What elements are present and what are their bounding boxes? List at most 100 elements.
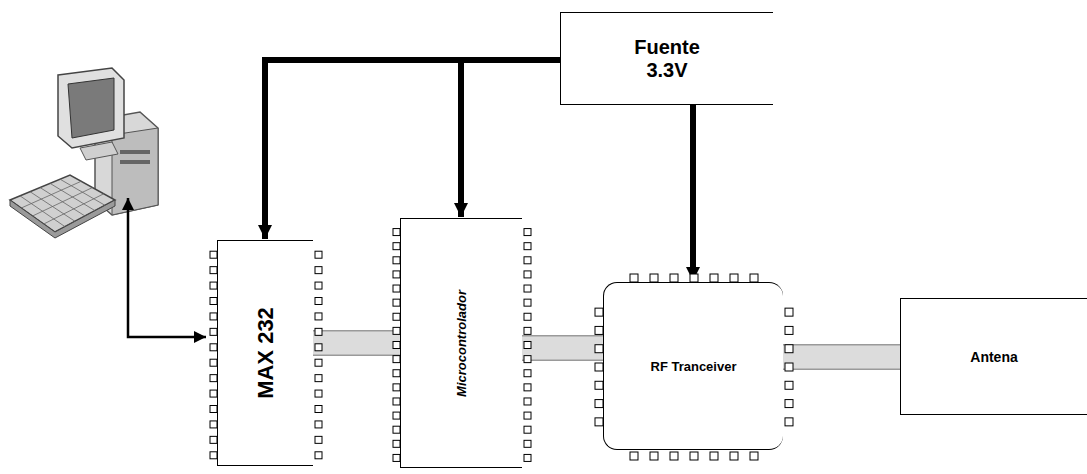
chip-pin [393, 299, 400, 306]
power-supply-box: Fuente 3.3V [560, 12, 773, 105]
chip-label: MAX 232 [253, 307, 279, 399]
chip-pin [595, 326, 603, 334]
chip-pin [630, 452, 638, 460]
chip-pin [393, 271, 400, 278]
power-wire [690, 105, 696, 281]
chip-pin [315, 267, 322, 274]
chip-pin [750, 452, 758, 460]
chip-pin [393, 412, 400, 419]
chip-pin [393, 454, 400, 461]
chip-pin [210, 375, 217, 382]
chip-pin [750, 274, 758, 282]
chip-pin [393, 313, 400, 320]
chip-pin [315, 328, 322, 335]
data-bus [522, 348, 603, 349]
chip-pin [670, 274, 678, 282]
chip-pin [315, 452, 322, 459]
bus-outline [522, 335, 603, 361]
chip-pin [524, 257, 531, 264]
chip-pin [524, 243, 531, 250]
chip-pin [393, 426, 400, 433]
chip-pin [210, 359, 217, 366]
chip-pin [210, 282, 217, 289]
keyboard-key-line [21, 181, 81, 208]
chip-pin [730, 452, 738, 460]
block-label: Fuente 3.3V [625, 36, 709, 82]
power-wire [265, 60, 560, 239]
chip-pin [393, 285, 400, 292]
chip-pin [595, 400, 603, 408]
max232-chip: MAX 232 [217, 240, 313, 466]
chip-pin [524, 299, 531, 306]
keyboard-key-line [33, 188, 93, 217]
chip-pin [524, 412, 531, 419]
chip-pin [524, 440, 531, 447]
chip-pin [524, 342, 531, 349]
chip-pin [315, 390, 322, 397]
chip-pin [730, 274, 738, 282]
chip-pins [206, 229, 326, 474]
chip-pin [393, 440, 400, 447]
chip-pin [315, 313, 322, 320]
chip-pin [315, 298, 322, 305]
chip-pins [592, 271, 796, 463]
microcontroller-chip: Microcontrolador [400, 218, 522, 468]
chip-pin [210, 267, 217, 274]
chip-pin [393, 384, 400, 391]
power-wire [461, 60, 560, 217]
chip-pin [524, 327, 531, 334]
chip-pin [785, 345, 793, 353]
chip-pin [595, 363, 603, 371]
bus-outline [313, 330, 400, 356]
chip-pin [690, 274, 698, 282]
chip-pin [315, 406, 322, 413]
chip-pin [670, 452, 678, 460]
keyboard-key-line [44, 194, 104, 224]
chip-pin [315, 421, 322, 428]
chip-pin [524, 229, 531, 236]
chip-pin [785, 400, 793, 408]
antenna-box: Antena [900, 298, 1087, 415]
chip-pin [393, 327, 400, 334]
chip-pin [595, 345, 603, 353]
chip-pin [210, 313, 217, 320]
power-line [461, 60, 560, 217]
chip-pin [210, 251, 217, 258]
computer-icon [10, 68, 158, 238]
chip-pin [393, 257, 400, 264]
chip-pin [785, 363, 793, 371]
chip-pin [524, 285, 531, 292]
chip-pin [210, 328, 217, 335]
chip-pin [393, 398, 400, 405]
chip-pin [315, 344, 322, 351]
chip-pin [524, 370, 531, 377]
chip-pin [315, 282, 322, 289]
chip-pin [524, 454, 531, 461]
chip-pin [785, 308, 793, 316]
chip-pin [524, 313, 531, 320]
chip-pin [393, 370, 400, 377]
bus-fill [313, 332, 400, 355]
data-bus [783, 357, 900, 358]
chip-pin [393, 356, 400, 363]
chip-pin [315, 375, 322, 382]
power-line [693, 105, 694, 281]
bus-fill [783, 346, 900, 369]
chip-pin [595, 381, 603, 389]
chip-pin [315, 359, 322, 366]
chip-pin [524, 384, 531, 391]
power-line [265, 60, 560, 239]
chip-pin [210, 344, 217, 351]
chip-pin [650, 274, 658, 282]
chip-pin [210, 436, 217, 443]
chip-pin [210, 298, 217, 305]
bus-fill [522, 337, 603, 360]
block-label: RF Tranceiver [651, 359, 737, 374]
chip-pins [389, 207, 535, 474]
chip-pin [710, 452, 718, 460]
chip-pin [524, 356, 531, 363]
chip-pin [524, 398, 531, 405]
